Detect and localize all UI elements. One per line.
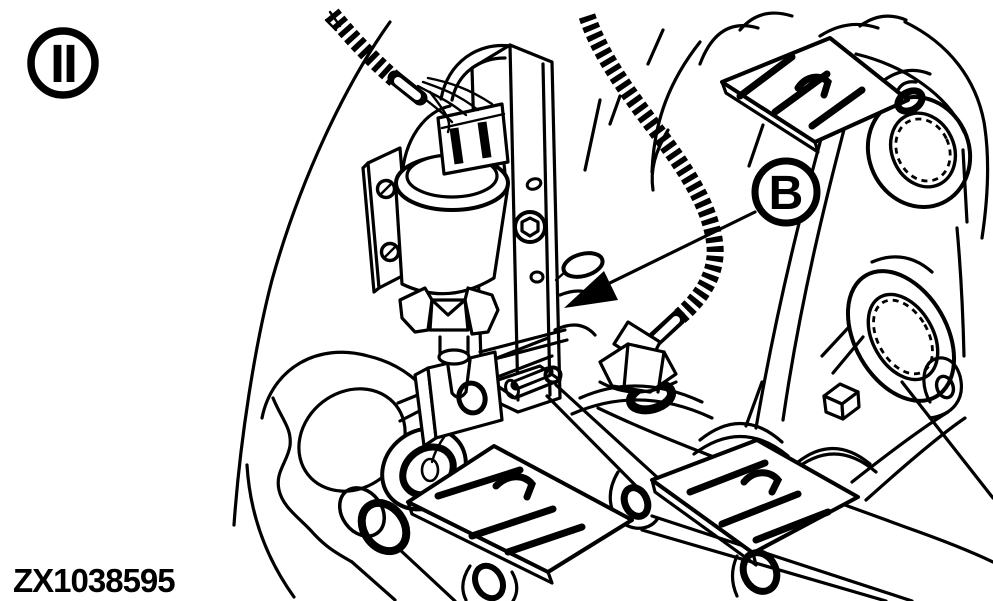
slotted-clamp-plate-left [406, 444, 634, 601]
elbow-fitting [553, 289, 714, 420]
solenoid-stem [438, 335, 470, 357]
plate-bolt [513, 210, 547, 244]
plate-bolt-top-right [894, 87, 926, 115]
solenoid-jam-nut [398, 286, 500, 336]
slotted-clamp-plate-right [650, 438, 860, 598]
connector-pin [449, 127, 464, 165]
corrugated-hose [578, 13, 724, 348]
cotter-pin-ring [561, 251, 605, 279]
hydraulic-cylinder-right [596, 379, 993, 601]
casting-boss-mid-right [820, 255, 957, 403]
slotted-clamp-plate-top [720, 36, 926, 154]
tie-rod [640, 514, 914, 601]
wiring-harness-loom [324, 8, 428, 106]
cube-nut [822, 382, 861, 421]
cylinder-end-ring [739, 549, 781, 595]
electrical-connector [436, 43, 512, 176]
section-marker: II [27, 27, 99, 99]
clevis-assembly [396, 336, 660, 496]
hatch-lines [583, 28, 765, 428]
section-marker-label: II [50, 34, 76, 94]
connector-pin [477, 121, 492, 159]
callout-circle [751, 157, 821, 227]
cylinder-end-ring [472, 562, 506, 601]
bracket-screw [375, 178, 397, 200]
callout-B: B [564, 157, 821, 308]
ear-with-hole [922, 356, 963, 420]
arrowhead-icon [564, 271, 618, 308]
clevis-pin [504, 365, 563, 400]
callout-label: B [769, 167, 804, 220]
figure-id: ZX1038595 [13, 562, 175, 599]
marker-circle [27, 27, 99, 99]
left-casting-outline [232, 20, 392, 599]
